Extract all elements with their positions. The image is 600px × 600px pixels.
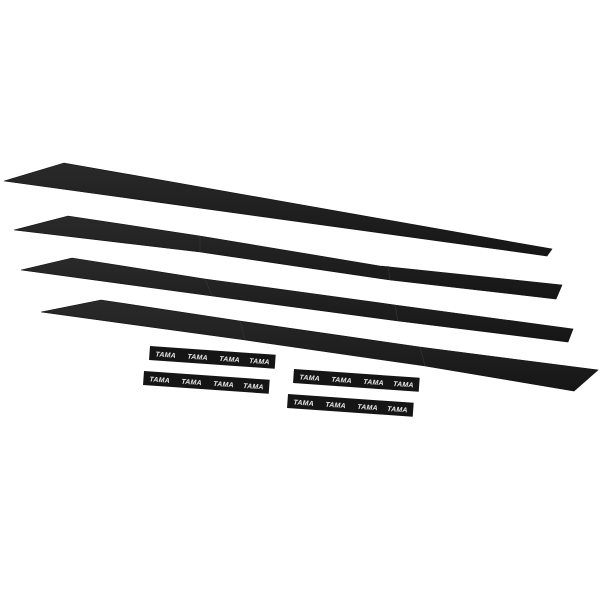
tama-logo: TAMA xyxy=(181,379,202,387)
tama-sticker-left-bottom: TAMA TAMA TAMA TAMA xyxy=(143,371,270,394)
tama-logo: TAMA xyxy=(357,404,378,412)
tama-logo: TAMA xyxy=(293,399,314,407)
muffle-strip-2 xyxy=(13,215,563,300)
tama-logo: TAMA xyxy=(187,354,208,362)
muffle-strip-3 xyxy=(20,257,574,343)
tama-logo: TAMA xyxy=(325,402,346,410)
tama-sticker-left-top: TAMA TAMA TAMA TAMA xyxy=(149,346,276,369)
tama-logo: TAMA xyxy=(387,406,408,414)
tama-logo: TAMA xyxy=(213,381,234,389)
tama-logo: TAMA xyxy=(331,377,352,385)
tama-logo: TAMA xyxy=(363,379,384,387)
tama-logo: TAMA xyxy=(155,351,176,359)
muffle-strip-1 xyxy=(3,162,553,257)
tama-sticker-right-bottom: TAMA TAMA TAMA TAMA xyxy=(287,394,414,417)
tama-logo: TAMA xyxy=(249,358,270,366)
tama-logo: TAMA xyxy=(299,374,320,382)
tama-logo: TAMA xyxy=(149,376,170,384)
tama-logo: TAMA xyxy=(219,356,240,364)
tama-sticker-right-top: TAMA TAMA TAMA TAMA xyxy=(293,369,420,392)
tama-logo: TAMA xyxy=(243,383,264,391)
tama-logo: TAMA xyxy=(393,381,414,389)
muffle-strip-4 xyxy=(40,299,599,392)
